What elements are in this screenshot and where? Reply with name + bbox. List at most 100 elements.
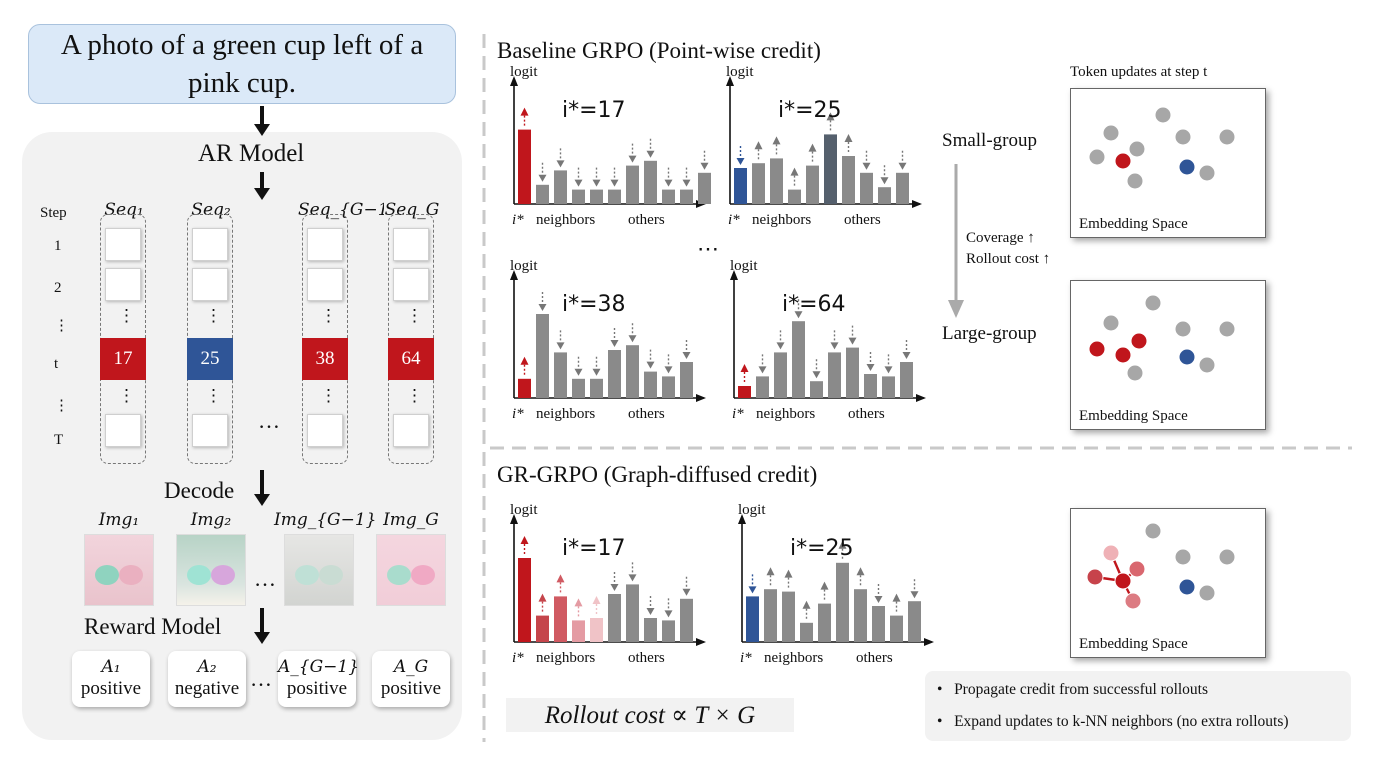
advantage-label: A₂	[168, 656, 246, 678]
axis-label: logit	[510, 258, 538, 275]
logit-bar	[590, 379, 603, 398]
logit-bar	[536, 314, 549, 398]
diffused-token-point	[1103, 545, 1119, 561]
neighbor-token-point	[1127, 365, 1143, 381]
neighbor-token-point	[1145, 523, 1161, 539]
gr-title: GR-GRPO (Graph-diffused credit)	[497, 462, 817, 488]
x-axis-arrowhead	[696, 638, 706, 646]
neighbor-token-point	[1103, 315, 1119, 331]
advantage-label: A_{G−1}	[278, 656, 356, 678]
logit-bar	[806, 166, 819, 204]
embedding-points	[1071, 509, 1265, 657]
update-arrowhead	[867, 364, 875, 371]
token-cell	[105, 268, 141, 301]
logit-bar	[854, 589, 867, 642]
bullet-2: • Expand updates to k-NN neighbors (no e…	[937, 713, 1289, 731]
embedding-space-label: Embedding Space	[1079, 408, 1188, 425]
step-label: ⋮	[54, 396, 69, 415]
logit-bar	[626, 166, 639, 204]
generated-image	[284, 534, 354, 606]
x-axis-arrowhead	[912, 200, 922, 208]
logit-bar	[554, 596, 567, 642]
step-label: 1	[54, 238, 62, 255]
logit-bar	[764, 589, 777, 642]
positive-token-point	[1115, 573, 1131, 589]
charts-ellipsis: ⋯	[697, 236, 719, 262]
token-cell	[393, 228, 429, 261]
reward-card: A₁positive	[72, 651, 150, 707]
update-arrowhead	[665, 180, 673, 187]
logit-bar	[626, 345, 639, 398]
step-header: Step	[40, 205, 67, 222]
negative-token-point	[1179, 349, 1195, 365]
group-arrow	[944, 162, 968, 322]
update-arrowhead	[809, 144, 817, 152]
update-arrowhead	[557, 160, 565, 167]
cup-right	[411, 565, 435, 585]
reward-value: positive	[372, 678, 450, 700]
logit-bar	[536, 185, 549, 204]
logit-bar	[608, 350, 621, 398]
token-cell	[307, 268, 343, 301]
embedding-panel: Embedding Space	[1070, 88, 1266, 238]
x-axis-arrowhead	[924, 638, 934, 646]
baseline-title: Baseline GRPO (Point-wise credit)	[497, 38, 821, 64]
embedding-panel: Embedding Space	[1070, 508, 1266, 658]
update-arrowhead	[845, 134, 853, 142]
token-updates-label: Token updates at step t	[1070, 64, 1207, 81]
seq-vdots: ⋮	[406, 306, 423, 326]
embedding-space-label: Embedding Space	[1079, 216, 1188, 233]
logit-bar	[896, 173, 909, 204]
axis-label: logit	[726, 64, 754, 81]
cups-illustration	[177, 535, 245, 605]
logit-bar	[824, 134, 837, 204]
x-label-target: i*	[512, 650, 524, 667]
embedding-points	[1071, 281, 1265, 429]
logit-bar	[698, 173, 711, 204]
neighbor-token-point	[1175, 549, 1191, 565]
neighbor-token-point	[1199, 585, 1215, 601]
seq-vdots: ⋮	[118, 306, 135, 326]
flow-arrowhead	[254, 124, 270, 136]
logit-bar	[608, 594, 621, 642]
logit-bar	[818, 604, 831, 642]
bullet-1: • Propagate credit from successful rollo…	[937, 681, 1208, 699]
cup-right	[119, 565, 143, 585]
x-label-others: others	[848, 406, 885, 423]
update-arrowhead	[759, 366, 767, 373]
logit-bar	[800, 623, 813, 642]
update-arrowhead	[899, 163, 907, 170]
reward-ellipsis: …	[250, 666, 272, 692]
logit-bar	[662, 376, 675, 398]
update-arrowhead	[647, 362, 655, 369]
positive-token-point	[1115, 347, 1131, 363]
diffused-token-point	[1125, 593, 1141, 609]
logit-bar	[872, 606, 885, 642]
generated-image	[376, 534, 446, 606]
logit-bar	[882, 376, 895, 398]
update-arrowhead	[629, 156, 637, 163]
neighbor-token-point	[1129, 141, 1145, 157]
token-cell	[192, 268, 228, 301]
update-arrowhead	[539, 175, 547, 182]
img-label: Img_G	[366, 510, 456, 530]
advantage-label: A_G	[372, 656, 450, 678]
logit-bar	[536, 616, 549, 642]
bullet-box: • Propagate credit from successful rollo…	[925, 671, 1351, 741]
update-arrowhead	[683, 352, 691, 359]
logit-bar	[900, 362, 913, 398]
positive-token-point	[1089, 341, 1105, 357]
logit-bar	[746, 596, 759, 642]
logit-bar	[572, 379, 585, 398]
update-arrowhead	[665, 366, 673, 373]
update-arrowhead	[521, 357, 529, 365]
x-label-others: others	[628, 650, 665, 667]
x-label-others: others	[628, 212, 665, 229]
generated-image	[84, 534, 154, 606]
axis-label: logit	[738, 502, 766, 519]
token-cell	[105, 228, 141, 261]
img-label: Img₁	[74, 510, 164, 530]
update-arrowhead	[803, 601, 811, 609]
logit-bar	[662, 190, 675, 204]
